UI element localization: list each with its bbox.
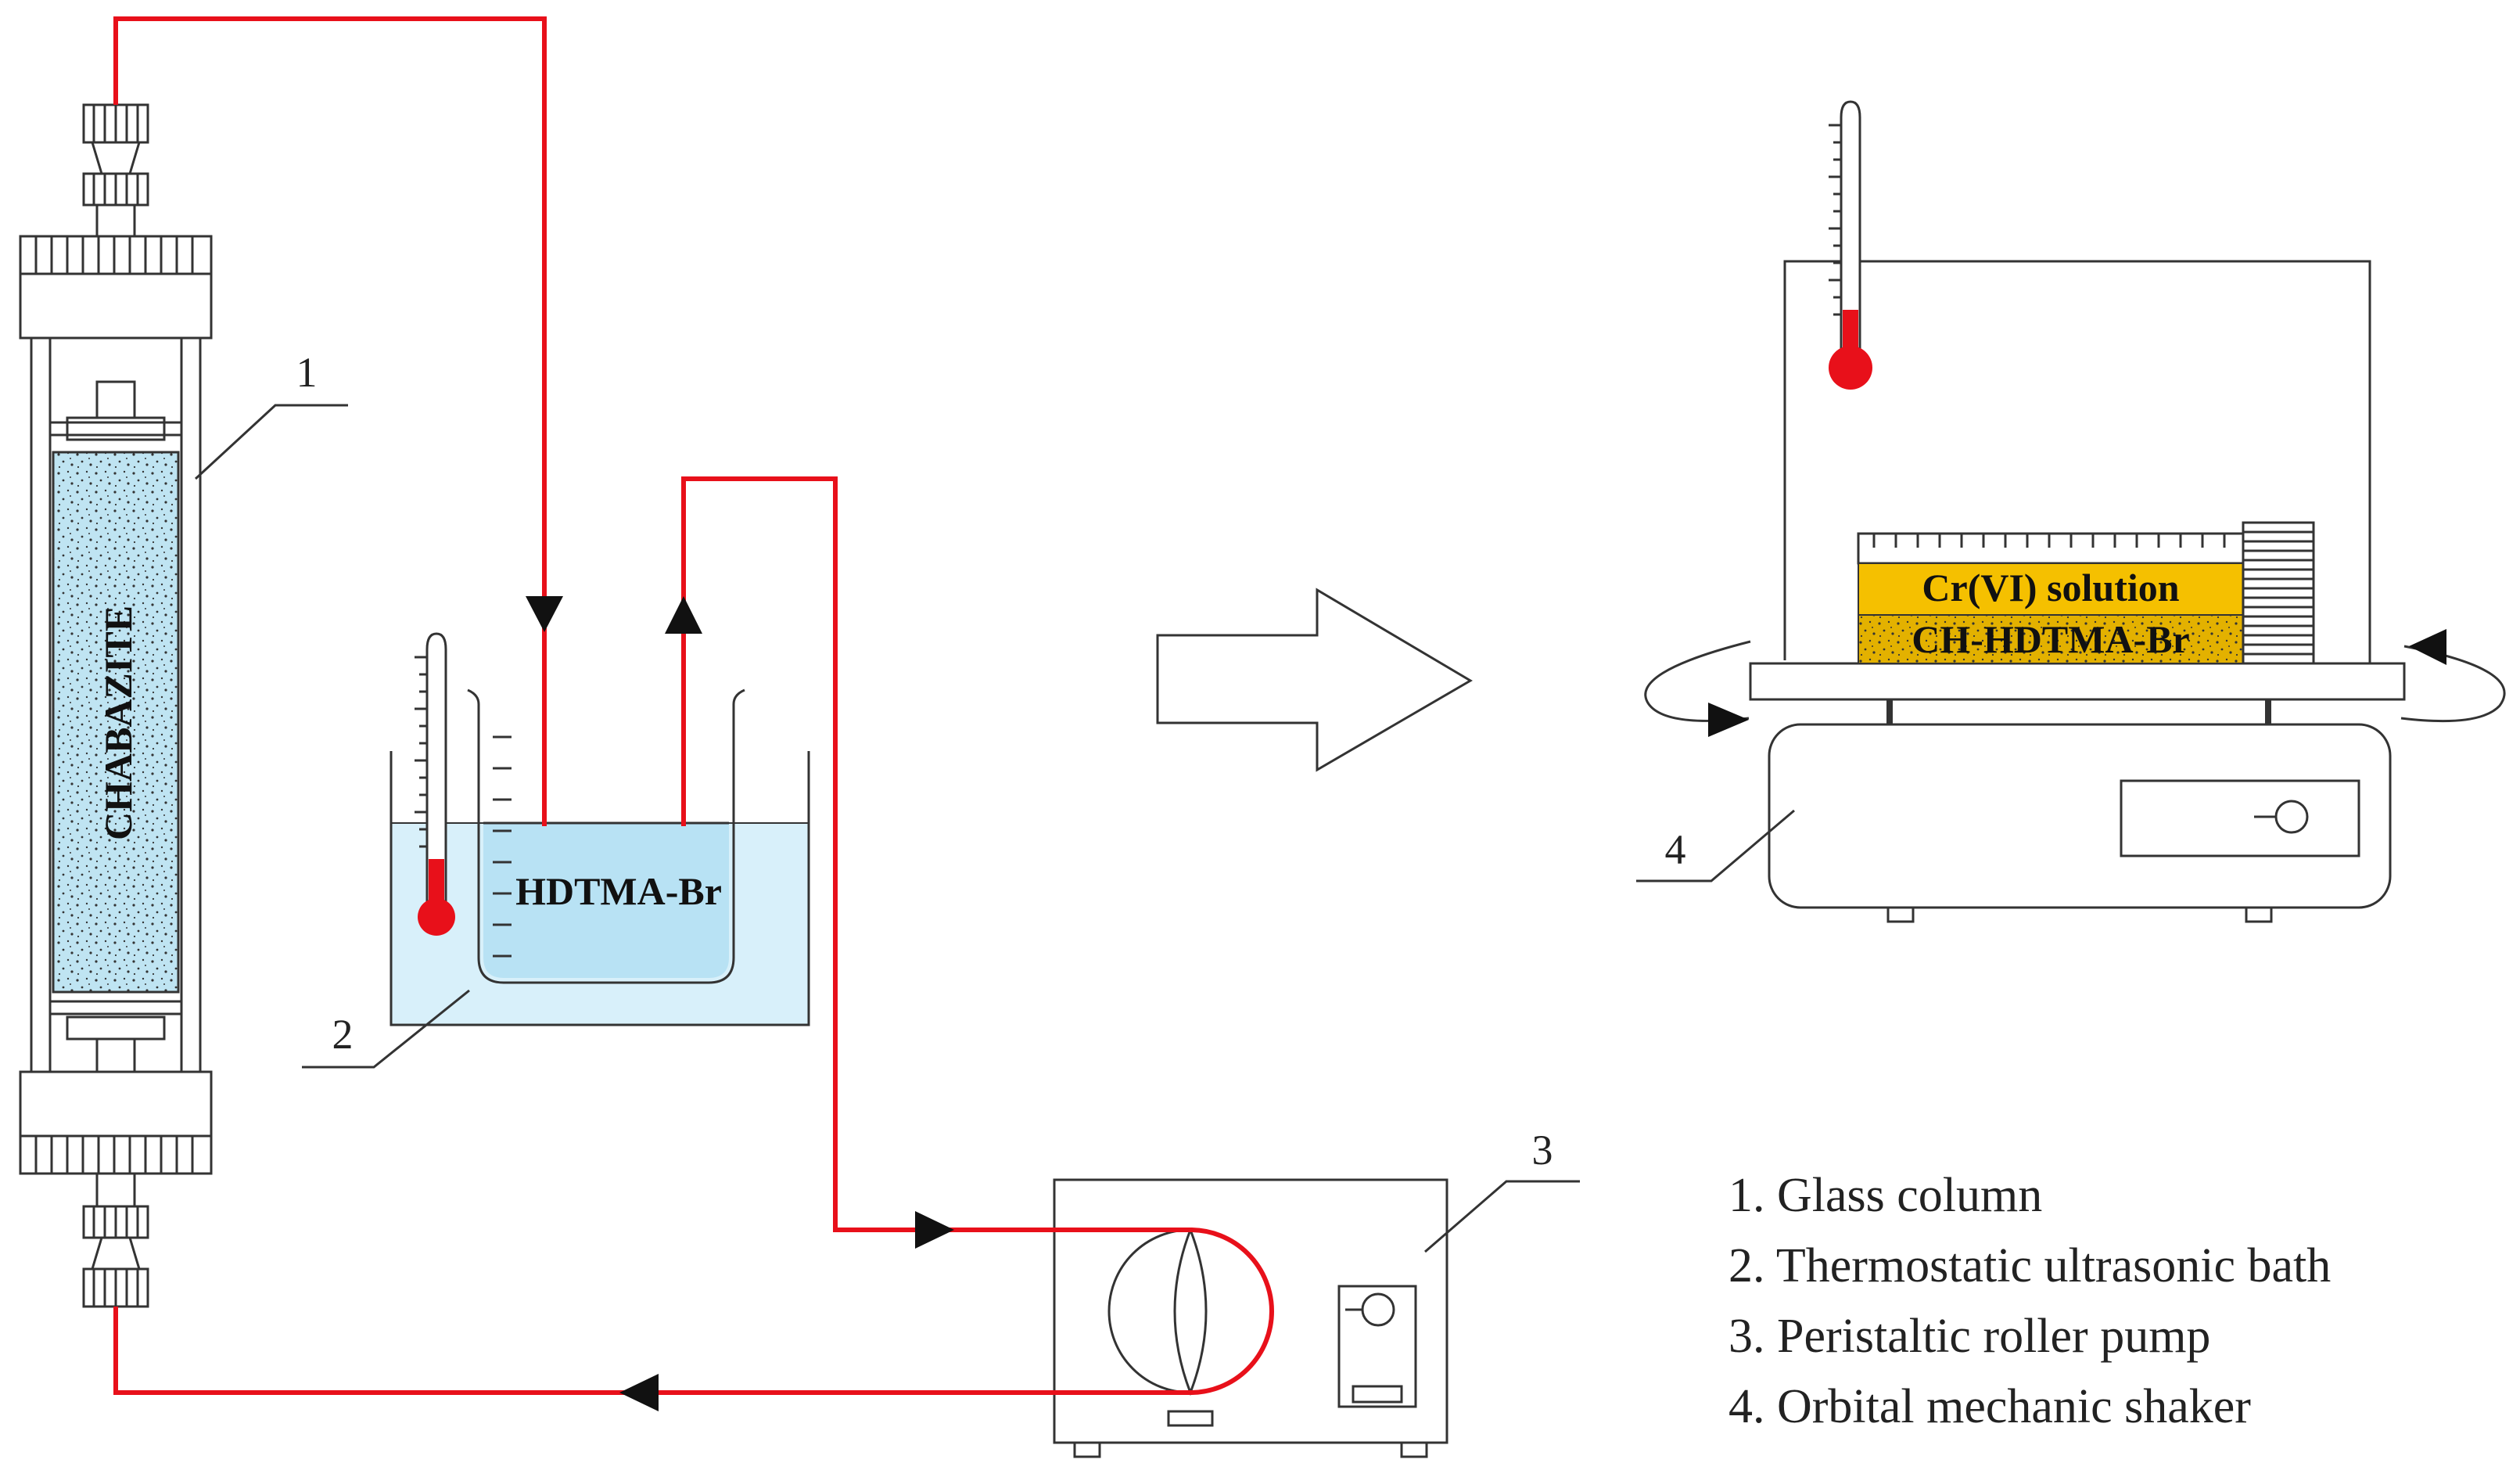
arrow-up-icon xyxy=(665,596,702,634)
callout-3: 3 xyxy=(1424,1127,1580,1253)
svg-text:1: 1 xyxy=(296,349,318,396)
legend: 1. Glass column 2. Thermostatic ultrason… xyxy=(1728,1169,2331,1433)
callout-2: 2 xyxy=(302,989,470,1069)
svg-text:4: 4 xyxy=(1665,826,1686,873)
cr-solution-label: Cr(VI) solution xyxy=(1922,566,2179,609)
chabazite-label: CHABAZITE xyxy=(96,606,140,840)
orbit-arrow-right-icon xyxy=(1708,703,1749,737)
arrow-left-icon xyxy=(619,1374,659,1411)
shaker-control-panel xyxy=(2120,779,2360,857)
orbit-arrow-left-icon xyxy=(2409,629,2446,665)
flask-cap xyxy=(2242,521,2315,665)
legend-item-4: 4. Orbital mechanic shaker xyxy=(1728,1380,2251,1433)
bath-thermometer xyxy=(415,632,455,936)
arrow-down-icon xyxy=(526,596,563,632)
shaker-thermometer-bulb-icon xyxy=(1829,346,1872,390)
beaker-liquid xyxy=(483,823,729,978)
pump-control-panel xyxy=(1337,1285,1417,1408)
shaker-thermometer xyxy=(1829,100,1872,390)
ch-hdtma-br-label: CH-HDTMA-Br xyxy=(1912,617,2190,661)
callout-4: 4 xyxy=(1636,809,1795,882)
legend-item-1: 1. Glass column xyxy=(1728,1169,2042,1222)
tubing xyxy=(113,16,1274,1411)
ultrasonic-bath: HDTMA-Br xyxy=(389,688,810,1026)
hdtma-br-label: HDTMA-Br xyxy=(515,869,722,913)
callout-1: 1 xyxy=(194,349,348,480)
svg-text:3: 3 xyxy=(1532,1127,1553,1174)
arrow-right-icon xyxy=(915,1211,954,1249)
glass-column: CHABAZITE xyxy=(19,103,213,1308)
legend-item-2: 2. Thermostatic ultrasonic bath xyxy=(1728,1239,2331,1292)
peristaltic-pump xyxy=(1053,1178,1448,1458)
legend-item-3: 3. Peristaltic roller pump xyxy=(1728,1310,2210,1363)
process-arrow-icon xyxy=(1156,588,1473,772)
svg-text:2: 2 xyxy=(332,1011,354,1058)
cr-solution xyxy=(1858,563,2244,616)
cr-solution-flask: Cr(VI) solution CH-HDTMA-Br xyxy=(1857,521,2315,665)
thermometer-bulb-icon xyxy=(418,898,455,936)
